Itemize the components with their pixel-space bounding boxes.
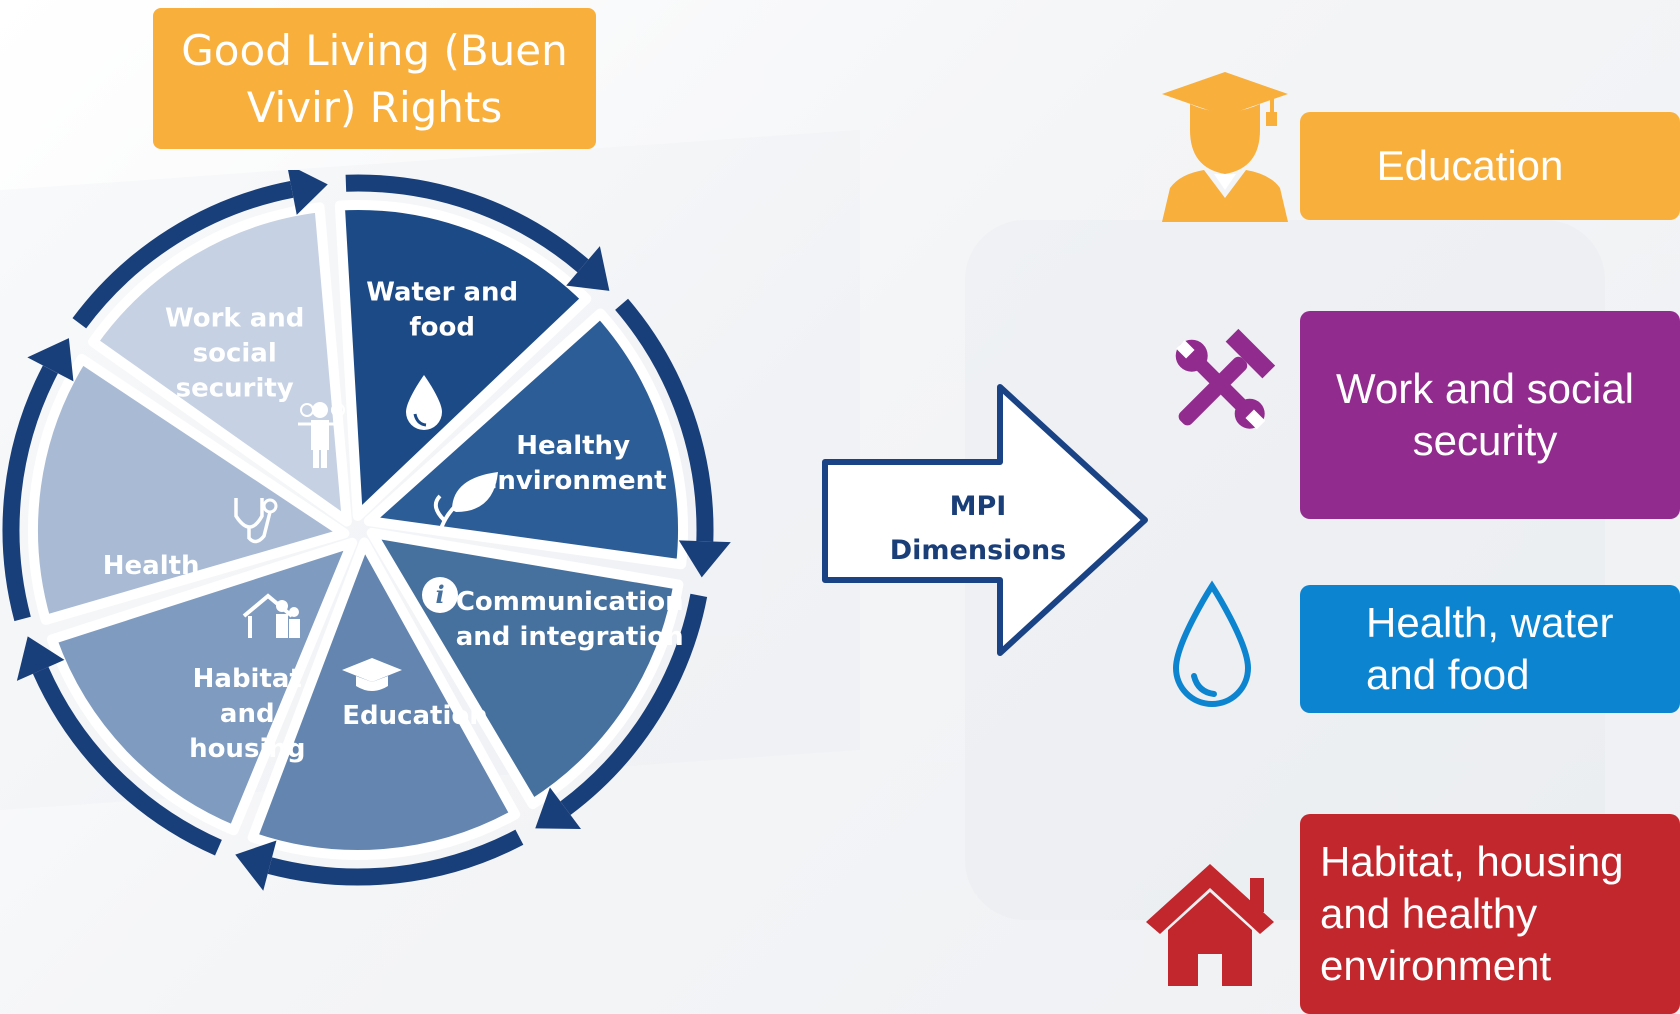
wheel-segment-label: Communication [456,587,684,617]
water-drop-icon [1172,580,1252,707]
wheel-segment [363,308,688,570]
wheel-arrowhead [288,170,328,215]
wheel-arrow-arc [345,174,589,273]
mpi-dimensions-arrow: MPI Dimensions [822,384,1148,656]
dimension-habitat-housing-environment: Habitat, housing and healthy environment [1300,814,1680,1014]
wheel-arrow-arc [267,829,524,886]
svg-text:i: i [435,580,444,609]
water-drop-icon [406,375,442,430]
wheel-segment [247,537,521,860]
wheel-segment [334,200,592,522]
graduate-icon [1162,72,1288,222]
tools-icon [1175,328,1276,430]
dimension-label: Work and social security [1335,365,1635,464]
wheel-segment-label: food [409,313,475,343]
wheel-segment-label: and integration [456,622,684,652]
wheel-arrowhead [16,636,65,681]
wheel-segment-label: security [176,373,294,403]
arrow-shape [822,384,1148,656]
info-icon: i [422,577,458,613]
dimension-health-water-food: Health, water and food [1300,585,1680,713]
wheel-arrowhead [678,540,731,578]
wheel-segment [28,353,350,625]
dimension-label: Health, water and food [1366,599,1614,698]
wheel-arrow-arc [560,593,708,815]
wheel-segment [87,202,352,527]
wheel-segment-label: housing [189,734,305,764]
wheel-segment-label: environment [480,466,667,496]
dimension-education: Education [1300,112,1680,220]
wheel-arrow-arc [32,666,222,856]
graduation-cap-icon [342,658,402,691]
dimension-work-social-security: Work and social security [1300,311,1680,519]
wheel-arrow-arc [615,298,714,542]
wheel-arrowhead [566,246,610,291]
dimension-label: Education [1376,142,1564,189]
worker-icon [298,402,345,468]
dimension-label: Habitat, housing and healthy environment [1320,838,1624,989]
wheel-arrowhead [27,338,74,382]
family-house-icon [242,593,300,638]
wheel-arrow-arc [2,365,58,622]
wheel-segment-label: and [220,699,275,729]
plant-leaf-icon [433,472,498,533]
wheel-arrow-arc [72,181,294,329]
stethoscope-icon [234,498,278,544]
wheel-segment-label: social [193,338,277,368]
wheel-segment-label: Work and [165,303,304,333]
wheel-arrowhead [535,787,581,830]
arrow-label-line2: Dimensions [890,535,1067,566]
wheel-segment-label: Water and [366,278,518,308]
wheel-segment-label: Education [342,701,488,731]
arrow-label-line1: MPI [950,491,1007,522]
wheel-arrowhead [235,840,277,891]
title-box: Good Living (Buen Vivir) Rights [153,8,596,149]
wheel-segment-label: Health [103,551,200,581]
wheel-segment-label: Healthy [516,431,630,461]
wheel-segment-label: Habitat [193,664,302,694]
title-text: Good Living (Buen Vivir) Rights [181,25,568,132]
house-icon [1146,864,1274,986]
